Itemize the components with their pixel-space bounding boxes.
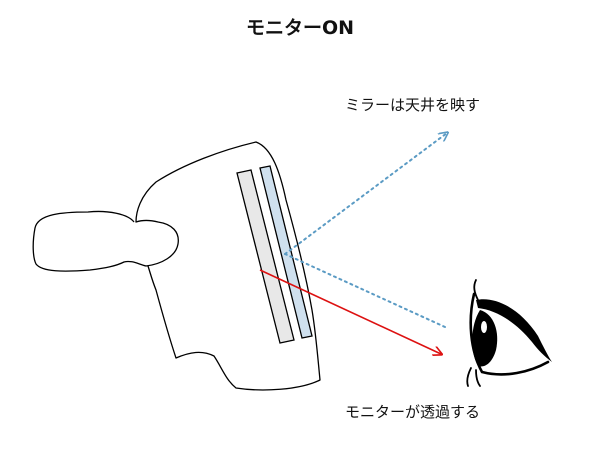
mirror-ray-reflected bbox=[284, 133, 447, 255]
mirror-label: ミラーは天井を映す bbox=[345, 96, 480, 114]
page-title: モニターON bbox=[246, 17, 354, 39]
mirror-ray-incoming bbox=[284, 253, 446, 328]
monitor-panel bbox=[236, 169, 295, 344]
monitor-ray bbox=[259, 269, 441, 354]
monitor-label: モニターが透過する bbox=[345, 403, 480, 421]
eye-icon bbox=[466, 279, 552, 387]
head-silhouette bbox=[32, 141, 321, 391]
half-mirror-panel bbox=[259, 165, 313, 339]
